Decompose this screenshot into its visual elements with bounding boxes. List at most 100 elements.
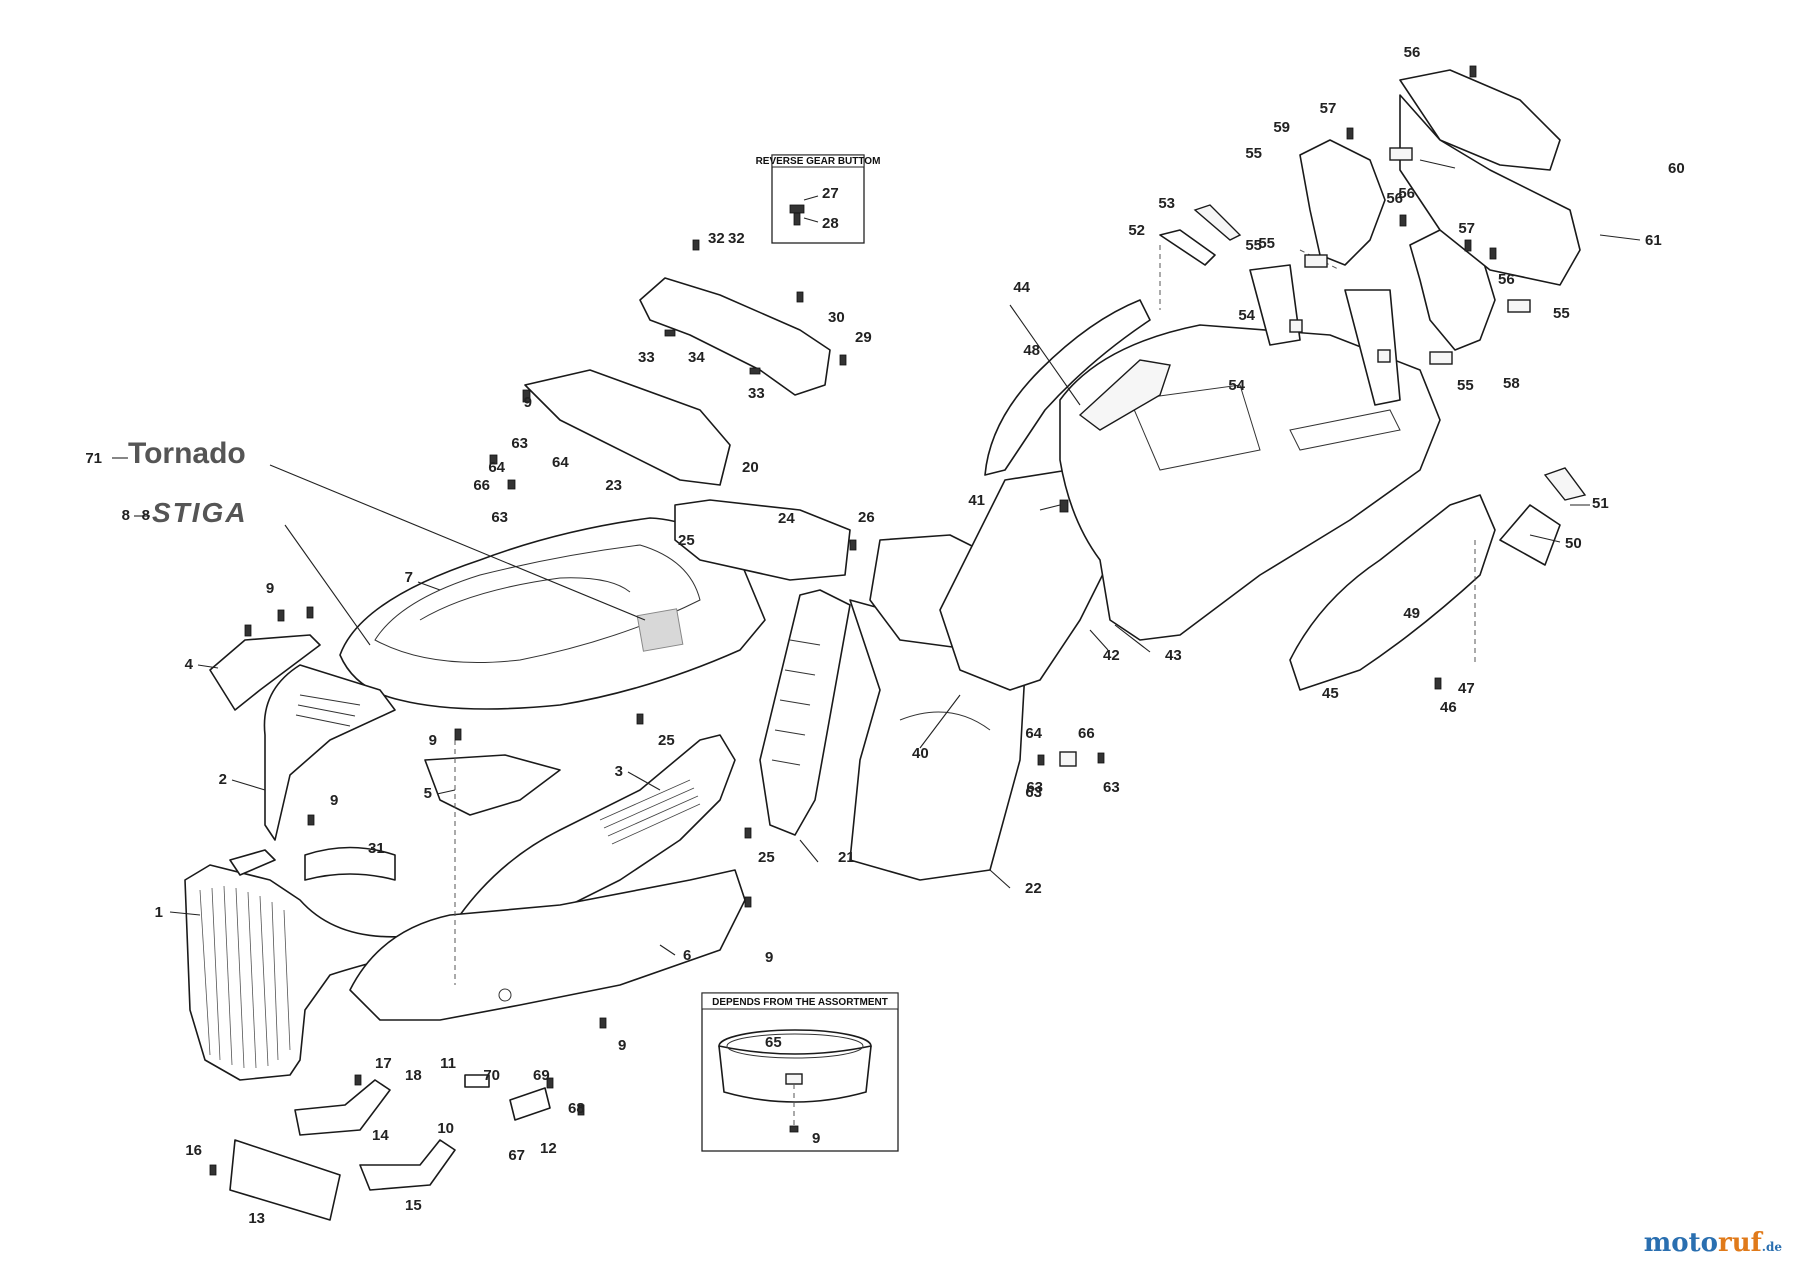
mudguard-45 — [1289, 494, 1496, 691]
svg-text:47: 47 — [1458, 680, 1475, 697]
svg-text:29: 29 — [855, 329, 872, 346]
svg-text:66: 66 — [1078, 725, 1095, 742]
headlight-cover-4 — [209, 634, 321, 711]
svg-text:55: 55 — [1457, 377, 1474, 394]
bracket-14 — [294, 1079, 391, 1136]
svg-text:31: 31 — [368, 840, 385, 857]
inset-assortment: DEPENDS FROM THE ASSORTMENT — [701, 992, 899, 1152]
svg-text:66: 66 — [473, 477, 490, 494]
tornado-brand-text: Tornado — [128, 437, 246, 470]
svg-text:22: 22 — [1025, 880, 1042, 897]
dash-cover-20 — [524, 369, 731, 486]
svg-text:54: 54 — [1228, 377, 1245, 394]
svg-text:9: 9 — [524, 394, 532, 411]
svg-text:16: 16 — [185, 1142, 202, 1159]
svg-text:9: 9 — [266, 580, 274, 597]
svg-text:9: 9 — [812, 1130, 820, 1147]
inset-reverse-gear: REVERSE GEAR BUTTOM — [756, 154, 881, 244]
svg-text:25: 25 — [758, 849, 775, 866]
svg-text:67: 67 — [508, 1147, 525, 1164]
console-24 — [674, 499, 851, 581]
svg-text:45: 45 — [1322, 685, 1339, 702]
bracket-54b — [1344, 289, 1401, 406]
svg-text:34: 34 — [688, 349, 705, 366]
svg-text:32: 32 — [708, 230, 725, 247]
svg-text:55: 55 — [1245, 237, 1262, 254]
svg-text:30: 30 — [828, 309, 845, 326]
svg-text:7: 7 — [405, 569, 413, 586]
svg-text:54: 54 — [1238, 307, 1255, 324]
svg-text:17: 17 — [375, 1055, 392, 1072]
watermark-part-b: ruf — [1718, 1228, 1762, 1258]
headlight-cover-5 — [424, 754, 561, 816]
svg-text:9: 9 — [765, 949, 773, 966]
svg-text:2: 2 — [219, 771, 227, 788]
brand-label-tornado: 71 Tornado — [85, 437, 646, 621]
svg-text:71: 71 — [85, 450, 102, 467]
bracket-15 — [359, 1139, 456, 1191]
svg-text:25: 25 — [678, 532, 695, 549]
svg-text:42: 42 — [1103, 647, 1120, 664]
grille-part — [184, 849, 441, 1081]
svg-text:8: 8 — [142, 507, 150, 524]
svg-text:33: 33 — [638, 349, 655, 366]
svg-text:8: 8 — [122, 507, 130, 524]
seat-60 — [1399, 69, 1561, 171]
svg-text:55: 55 — [1258, 235, 1275, 252]
svg-text:12: 12 — [540, 1140, 557, 1157]
svg-text:53: 53 — [1158, 195, 1175, 212]
svg-text:43: 43 — [1165, 647, 1182, 664]
svg-text:63: 63 — [511, 435, 528, 452]
svg-text:9: 9 — [330, 792, 338, 809]
svg-text:55: 55 — [1245, 145, 1262, 162]
svg-text:41: 41 — [968, 492, 985, 509]
svg-text:57: 57 — [1458, 220, 1475, 237]
svg-text:61: 61 — [1645, 232, 1662, 249]
side-panel-3 — [459, 734, 736, 926]
svg-text:40: 40 — [912, 745, 929, 762]
svg-text:59: 59 — [1273, 119, 1290, 136]
front-frame-part — [263, 664, 396, 841]
svg-text:64: 64 — [488, 459, 505, 476]
inset-reverse-gear-title: REVERSE GEAR BUTTOM — [756, 156, 881, 167]
bracket-54a — [1249, 264, 1301, 346]
svg-text:23: 23 — [605, 477, 622, 494]
latch-10 — [464, 1074, 490, 1088]
svg-text:56: 56 — [1398, 185, 1415, 202]
svg-text:63: 63 — [1025, 784, 1042, 801]
svg-text:6: 6 — [683, 947, 691, 964]
svg-text:64: 64 — [1025, 725, 1042, 742]
svg-text:33: 33 — [748, 385, 765, 402]
svg-text:25: 25 — [658, 732, 675, 749]
switch-51 — [1543, 467, 1587, 501]
seat-61 — [1399, 94, 1581, 286]
svg-text:44: 44 — [1013, 279, 1030, 296]
svg-text:13: 13 — [248, 1210, 265, 1227]
grip-53 — [1193, 204, 1242, 241]
svg-text:14: 14 — [372, 1127, 389, 1144]
screw-set — [209, 65, 1531, 1176]
svg-text:63: 63 — [1103, 779, 1120, 796]
svg-text:52: 52 — [1128, 222, 1145, 239]
svg-text:9: 9 — [429, 732, 437, 749]
hinge-67 — [509, 1087, 551, 1121]
support-59 — [1299, 139, 1386, 266]
svg-text:4: 4 — [185, 656, 194, 673]
svg-text:49: 49 — [1403, 605, 1420, 622]
svg-text:27: 27 — [822, 185, 839, 202]
svg-text:50: 50 — [1565, 535, 1582, 552]
inset-assortment-title: DEPENDS FROM THE ASSORTMENT — [712, 997, 888, 1008]
svg-text:51: 51 — [1592, 495, 1609, 512]
strip-31 — [304, 846, 396, 881]
svg-text:1: 1 — [155, 904, 163, 921]
brand-label-stiga: 8 STIGA — [122, 497, 371, 646]
plate-13 — [229, 1139, 341, 1221]
svg-text:56: 56 — [1386, 190, 1403, 207]
svg-text:55: 55 — [1553, 305, 1570, 322]
svg-text:3: 3 — [615, 763, 623, 780]
rear-body-43 — [1059, 324, 1441, 641]
svg-text:10: 10 — [437, 1120, 454, 1137]
svg-text:5: 5 — [424, 785, 432, 802]
watermark: motoruf.de — [1644, 1228, 1782, 1258]
svg-text:24: 24 — [778, 510, 795, 527]
